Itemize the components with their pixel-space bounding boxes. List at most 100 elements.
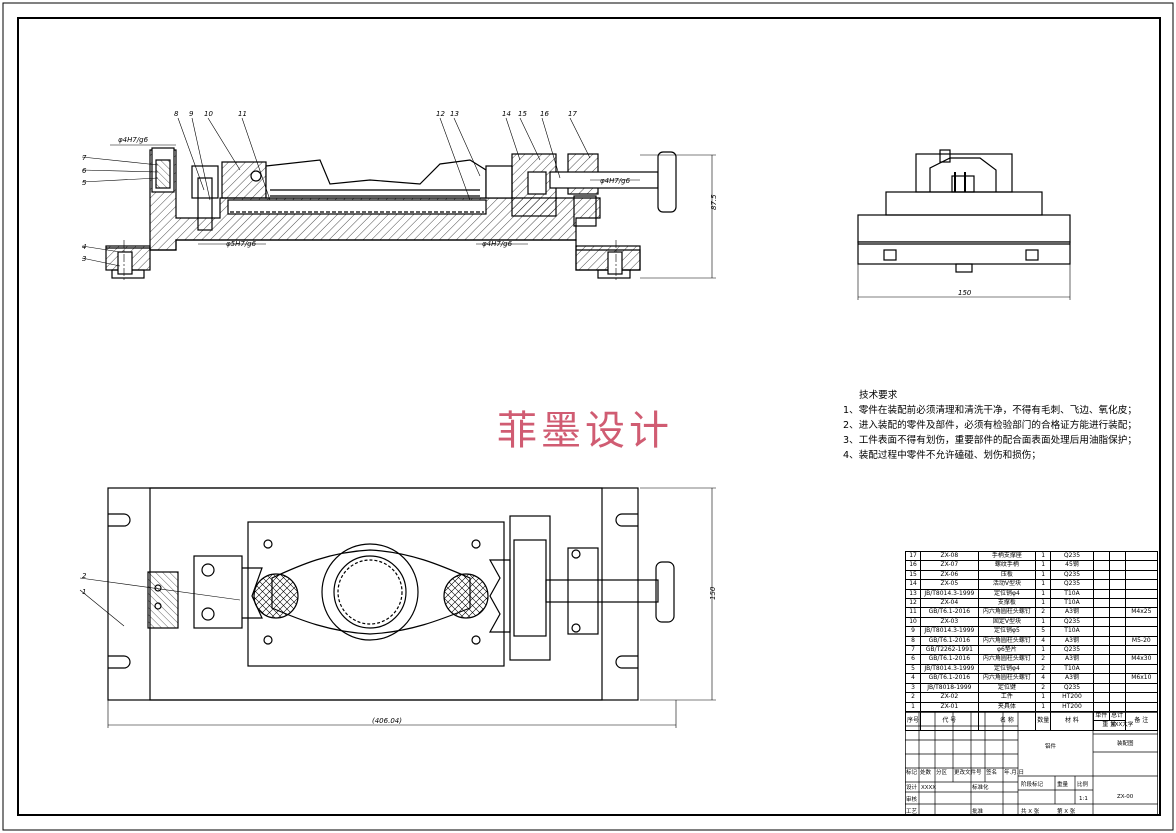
- bom-material: A3钢: [1050, 635, 1094, 647]
- bom-unit-weight: [1092, 663, 1110, 675]
- title-school: XXX大学: [1111, 720, 1134, 728]
- title-row-change: 更改文件号: [954, 768, 982, 776]
- bom-code: ZX-04: [920, 598, 979, 609]
- bom-name: 内六角圆柱头螺钉: [977, 673, 1037, 684]
- bom-material: HT200: [1050, 701, 1094, 712]
- title-stage: 阶段标记: [1021, 780, 1044, 788]
- title-approve: 批准: [972, 807, 984, 815]
- bom-unit-weight: [1092, 701, 1110, 712]
- title-ratio: 比例: [1077, 780, 1089, 788]
- bom-no: 13: [904, 588, 922, 600]
- bom-unit-weight: [1092, 550, 1110, 562]
- title-material: 铝件: [1045, 742, 1057, 750]
- bom-unit-weight: [1092, 598, 1110, 609]
- bom-no: 11: [904, 607, 922, 618]
- height-dim: 87.5: [710, 194, 718, 210]
- watermark-text: 菲墨设计: [497, 408, 673, 454]
- bom-qty: 1: [1035, 645, 1052, 656]
- bom-name: 内六角圆柱头螺钉: [977, 607, 1037, 618]
- tech-item-1: 1、零件在装配前必须清理和清洗干净，不得有毛刺、飞边、氧化皮；: [843, 405, 1137, 416]
- bom-no: 14: [904, 579, 922, 590]
- bom-code: JB/T8014.3-1999: [920, 626, 979, 637]
- bom-name: 夹具体: [977, 701, 1037, 712]
- side-view: [857, 149, 1071, 300]
- bom-total-weight: [1108, 654, 1126, 665]
- bom-note: [1124, 550, 1159, 562]
- bom-qty: 1: [1035, 616, 1052, 628]
- balloon-17: 17: [568, 110, 577, 118]
- bom-code: ZX-05: [920, 579, 979, 590]
- bom-name: 工件: [977, 692, 1037, 703]
- bom-note: [1124, 645, 1159, 656]
- bom-qty: 1: [1035, 550, 1052, 562]
- front-view-labels: φ4H7/g6 φ5H7/g6 φ4H7/g6 φ4H7/g6 87.5 7 6…: [82, 110, 718, 263]
- bom-total-weight: [1108, 569, 1126, 581]
- bom-qty: 2: [1035, 682, 1052, 694]
- bom-total-weight: [1108, 682, 1126, 694]
- bom-note: [1124, 663, 1159, 675]
- title-designer: XXXX: [921, 785, 936, 791]
- bom-code: JB/T8014.3-1999: [920, 588, 979, 600]
- title-row-date: 年.月.日: [1004, 768, 1024, 776]
- bom-code: ZX-08: [920, 550, 979, 562]
- balloon-1: 1: [82, 588, 86, 596]
- fit-bottom-mid: φ4H7/g6: [482, 240, 513, 248]
- bom-header-row-2: 重 量: [906, 720, 1158, 731]
- bom-note: [1124, 569, 1159, 581]
- balloon-3: 3: [82, 255, 86, 263]
- balloon-2: 2: [82, 572, 87, 580]
- bom-name: 固定V型块: [977, 616, 1037, 628]
- tech-item-4: 4、装配过程中零件不允许磕碰、划伤和损伤；: [843, 450, 1041, 461]
- bom-code: ZX-03: [920, 616, 979, 628]
- plan-view: [79, 487, 716, 728]
- bom-code: GB/T6.1-2016: [920, 654, 979, 665]
- bom-name: φ6垫片: [977, 645, 1037, 656]
- bom-total-weight: [1108, 626, 1126, 637]
- bom-total-weight: [1108, 560, 1126, 571]
- title-scale: 1:1: [1079, 796, 1088, 802]
- bom-unit-weight: [1092, 569, 1110, 581]
- bom-no: 7: [904, 645, 922, 656]
- bom-name: 支撑板: [977, 598, 1037, 609]
- bom-unit-weight: [1092, 682, 1110, 694]
- bom-total-weight: [1108, 645, 1126, 656]
- balloon-7: 7: [82, 154, 87, 162]
- tech-item-2: 2、进入装配的零件及部件，必须有检验部门的合格证方能进行装配；: [843, 420, 1137, 431]
- bom-note: M4x30: [1124, 654, 1159, 665]
- bom-note: M5-20: [1124, 635, 1159, 647]
- bom-unit-weight: [1092, 560, 1110, 571]
- bom-unit-weight: [1092, 635, 1110, 647]
- bom-total-weight: [1108, 598, 1126, 609]
- tech-item-3: 3、工件表面不得有划伤，重要部件的配合面表面处理后用油脂保护；: [843, 435, 1137, 446]
- bom-material: T10A: [1050, 598, 1094, 609]
- bom-qty: 5: [1035, 626, 1052, 637]
- bom-header-weight: 重 量: [1092, 720, 1126, 731]
- bom-qty: 1: [1035, 588, 1052, 600]
- bom-no: 12: [904, 598, 922, 609]
- balloon-4: 4: [82, 243, 86, 251]
- bom-name: 压板: [977, 569, 1037, 581]
- overall-length-dim: (406.04): [372, 717, 402, 725]
- balloon-15: 15: [518, 110, 527, 118]
- balloon-6: 6: [82, 167, 87, 175]
- bom-qty: 2: [1035, 663, 1052, 675]
- bom-material: HT200: [1050, 692, 1094, 703]
- bom-qty: 1: [1035, 579, 1052, 590]
- title-weight: 重量: [1057, 780, 1069, 788]
- bom-material: Q235: [1050, 550, 1094, 562]
- bom-total-weight: [1108, 701, 1126, 712]
- tech-requirements: 技术要求 1、零件在装配前必须清理和清洗干净，不得有毛刺、飞边、氧化皮； 2、进…: [843, 388, 1163, 463]
- title-sheet: 第 X 张: [1057, 807, 1076, 815]
- bom-no: 2: [904, 692, 922, 703]
- bom-qty: 1: [1035, 569, 1052, 581]
- title-row-sign: 签名: [986, 768, 997, 776]
